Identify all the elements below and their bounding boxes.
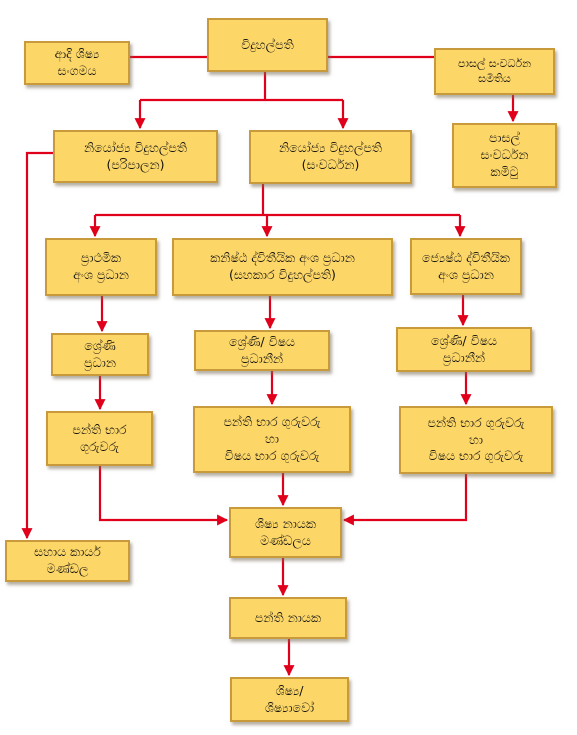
connector-teachers3-prefects [342, 474, 468, 526]
senior-secondary-head-box: ජ්‍යෙෂ්ඨ ද්විතීයික අංශ ප්‍රධාන [410, 238, 522, 295]
class-leader-box: පන්ති නායක [229, 597, 347, 639]
class-subject-teachers-box-2: පන්ති භාර ගුරුවරු හා විෂය භාර ගුරුවරු [193, 406, 351, 473]
school-development-society-box: පාසල් සංවර්ධන සමිතිය [434, 48, 555, 95]
grade-subject-heads-box-3: ශ්‍රේණි/ විෂය ප්‍රධානීන් [396, 327, 532, 372]
deputy-principal-admin-box: නියෝජ්‍ය විදුහල්පති (පරිපාලන) [53, 130, 218, 183]
junior-secondary-head-box: කනිෂ්ඨ ද්විතීයික අංශ ප්‍රධාන (සහකාර විදු… [172, 238, 393, 296]
prefects-board-box: ශිෂ්‍ය නායක මණ්ඩලය [229, 507, 342, 558]
connector-teachers1-prefects [98, 466, 229, 526]
class-teachers-box-1: පන්ති භාර ගුරුවරු [46, 411, 153, 466]
school-development-committee-box: පාසල් සංවර්ධන කමිටු [452, 123, 557, 188]
students-box: ශිෂ්‍ය/ ශිෂ්‍යාවෝ [230, 677, 349, 722]
connector-dp-admin-support [21, 151, 53, 540]
class-subject-teachers-box-3: පන්ති භාර ගුරුවරු හා විෂය භාර ගුරුවරු [399, 406, 553, 474]
primary-section-head-box: ප්‍රාථමික අංශ ප්‍රධාන [45, 238, 157, 296]
support-staff-box: සහාය කාර්ය මණ්ඩල [5, 540, 130, 582]
principal-box: විදුහල්පති [207, 18, 328, 72]
grade-head-box: ශ්‍රේණි ප්‍රධාන [51, 333, 149, 376]
grade-subject-heads-box-2: ශ්‍රේණි/ විෂය ප්‍රධානීන් [194, 330, 330, 371]
deputy-principal-development-box: නියෝජ්‍ය විදුහල්පති (සංවර්ධන) [249, 130, 412, 184]
old-students-association-box: ආදි ශිෂ්‍ය සංගමය [24, 41, 130, 85]
